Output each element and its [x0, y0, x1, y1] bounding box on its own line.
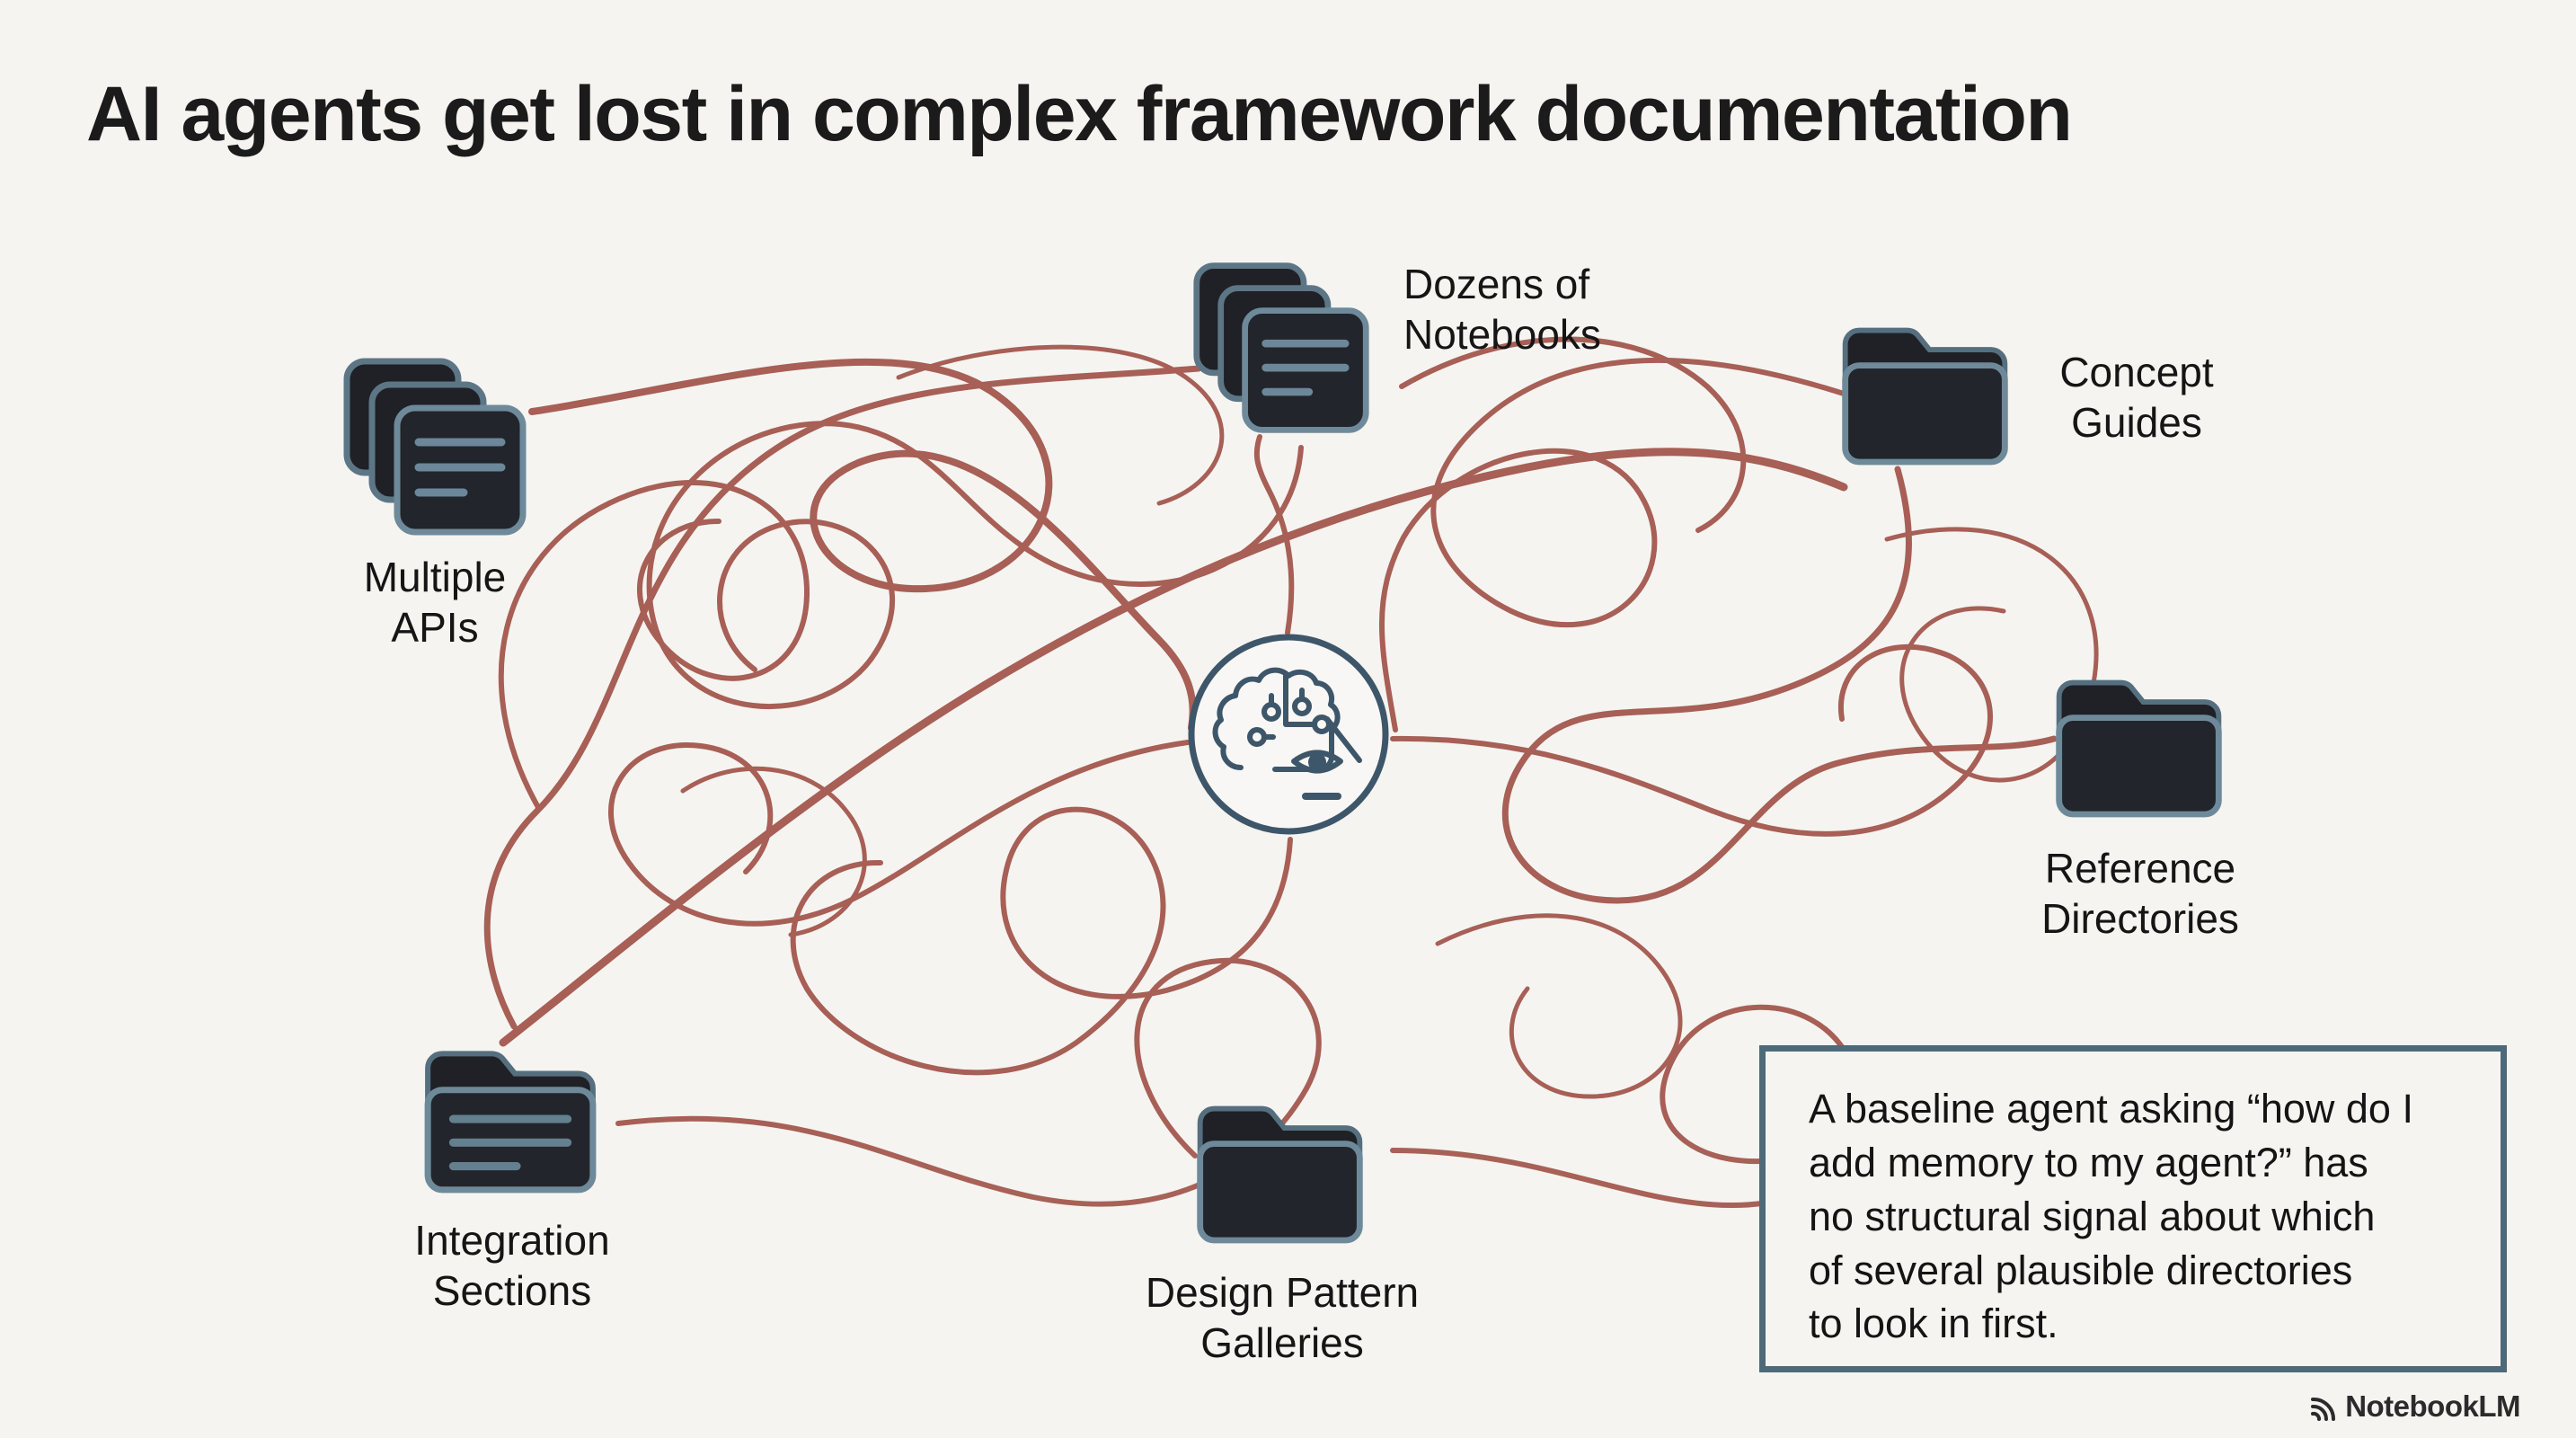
- node-dozens-of-notebooks: [1191, 257, 1371, 439]
- callout-box: A baseline agent asking “how do I add me…: [1759, 1045, 2507, 1372]
- folder-icon: [1842, 327, 2008, 466]
- document-stack-icon: [343, 358, 527, 536]
- folder-icon: [1197, 1105, 1363, 1244]
- node-multiple-apis: [341, 356, 528, 537]
- ai-brain-eye-icon: [1188, 634, 1389, 835]
- folder-icon: [2056, 679, 2222, 818]
- page-title: AI agents get lost in complex framework …: [86, 71, 2073, 157]
- node-reference-directories: [2047, 652, 2231, 828]
- document-stack-icon: [1193, 262, 1369, 433]
- node-design-pattern-galleries: [1188, 1078, 1372, 1254]
- node-concept-guides: [1833, 300, 2017, 475]
- central-ai-agent-badge: [1185, 631, 1392, 842]
- notebooklm-watermark: NotebookLM: [2307, 1389, 2520, 1424]
- watermark-label: NotebookLM: [2345, 1389, 2520, 1423]
- node-label-multiple-apis: Multiple APIs: [363, 554, 507, 652]
- notebooklm-logo-icon: [2311, 1397, 2336, 1421]
- node-integration-sections: [415, 1025, 606, 1202]
- folder-with-lines-icon: [424, 1051, 597, 1194]
- node-label-integration-sections: Integration Sections: [414, 1217, 610, 1315]
- node-label-reference-directories: Reference Directories: [2041, 845, 2239, 943]
- callout-text: A baseline agent asking “how do I add me…: [1809, 1086, 2413, 1347]
- node-label-design-pattern-galleries: Design Pattern Galleries: [1145, 1269, 1420, 1367]
- node-label-dozens-of-notebooks: Dozens of Notebooks: [1403, 261, 1601, 359]
- node-label-concept-guides: Concept Guides: [2059, 349, 2214, 447]
